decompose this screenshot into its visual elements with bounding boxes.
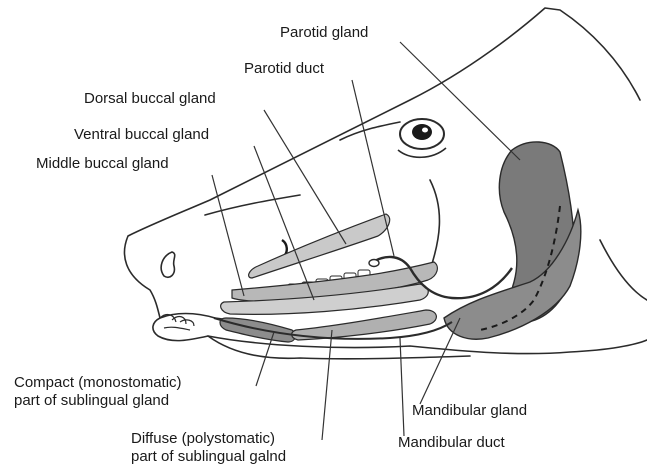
leader-dorsal-buccal: [264, 110, 346, 244]
label-dorsal-buccal-gland: Dorsal buccal gland: [84, 90, 216, 108]
label-mandibular-duct: Mandibular duct: [398, 434, 505, 452]
label-compact-line-1: Compact (monostomatic): [14, 374, 182, 392]
leader-compact: [256, 332, 274, 386]
leader-middle-buccal: [212, 175, 244, 296]
eye-pupil: [412, 124, 432, 140]
label-diffuse-sublingual: Diffuse (polystomatic) part of sublingua…: [131, 430, 286, 466]
parotid-duct-papilla: [369, 260, 379, 267]
leader-mandibular-duct: [400, 338, 404, 436]
label-diffuse-line-2: part of sublingual galnd: [131, 448, 286, 466]
jaw-line: [430, 180, 439, 270]
eye: [398, 119, 446, 157]
label-diffuse-line-1: Diffuse (polystomatic): [131, 430, 286, 448]
leader-lines: [212, 42, 520, 440]
label-ventral-buccal-gland: Ventral buccal gland: [74, 126, 209, 144]
label-compact-sublingual: Compact (monostomatic) part of sublingua…: [14, 374, 182, 410]
dorsal-buccal-gland: [249, 214, 390, 278]
neck-line: [600, 240, 647, 300]
label-parotid-duct: Parotid duct: [244, 60, 324, 78]
incisor: [164, 327, 190, 330]
incisor: [180, 320, 194, 326]
label-compact-line-2: part of sublingual gland: [14, 392, 182, 410]
label-parotid-gland: Parotid gland: [280, 24, 368, 42]
head-outline: [124, 8, 647, 359]
leader-ventral-buccal: [254, 146, 314, 300]
label-mandibular-gland: Mandibular gland: [412, 402, 527, 420]
eye-highlight: [422, 128, 428, 133]
label-middle-buccal-gland: Middle buccal gland: [36, 155, 169, 173]
nostril: [161, 252, 175, 277]
nasal-line: [205, 195, 300, 215]
leader-mandibular-gland: [420, 318, 460, 404]
